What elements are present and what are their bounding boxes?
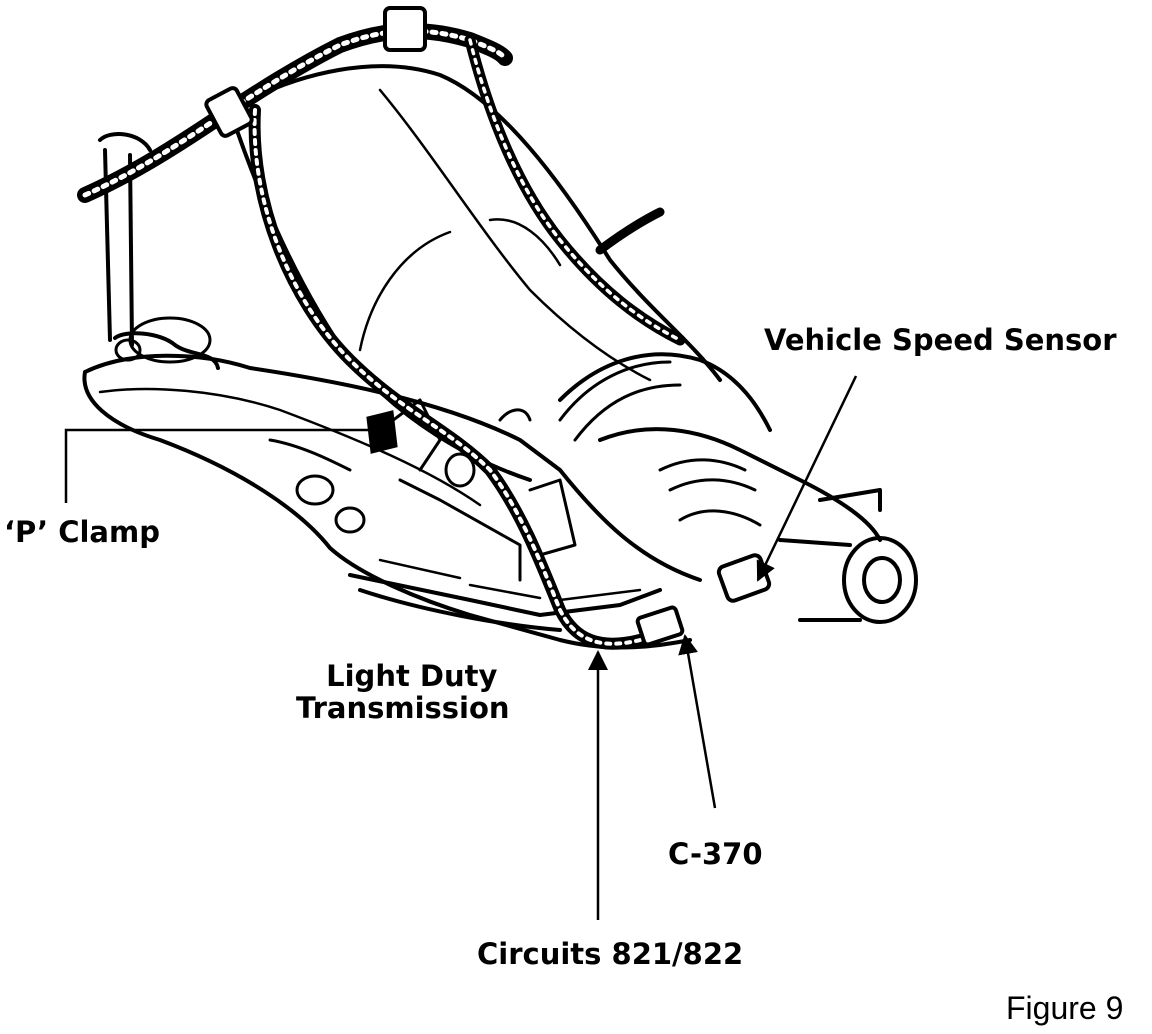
wiring-harness: [77, 6, 686, 650]
light-duty-label-line1: Light Duty: [326, 659, 498, 693]
vehicle-speed-sensor-leader: [756, 375, 858, 582]
harness-clip: [383, 6, 427, 52]
mount-bracket: [98, 132, 220, 370]
shift-linkage-fitting: [444, 452, 476, 488]
mount-bolt: [114, 338, 142, 362]
oil-pan-flange: [378, 558, 642, 602]
valve-body-fitting: [334, 506, 366, 534]
transmission-illustration: [82, 64, 918, 650]
crossmember-inner-edge: [98, 387, 482, 507]
p-clamp-label: ‘P’ Clamp: [4, 515, 160, 549]
output-shaft: [778, 488, 882, 622]
output-flange-hub: [862, 556, 902, 604]
harness-upper-branch: [464, 34, 686, 346]
light-duty-transmission-label: Light Duty Transmission: [296, 660, 510, 725]
leader-lines: [64, 375, 858, 920]
speed-sensor-body: [716, 553, 772, 603]
transmission-case-curve: [358, 218, 562, 352]
mount-pad: [128, 316, 212, 364]
p-clamp: [366, 410, 398, 454]
harness-clip: [204, 86, 254, 138]
valve-body: [398, 478, 577, 582]
circuits-label: Circuits 821/822: [477, 937, 744, 971]
harness-side-branch: [595, 207, 665, 255]
c370-leader: [678, 634, 717, 809]
figure-caption: Figure 9: [1006, 990, 1124, 1026]
p-clamp-leader: [64, 428, 368, 503]
tail-housing-ribs: [558, 360, 762, 527]
p-clamp-bolt: [295, 474, 335, 506]
harness-upper-branch-braid: [468, 38, 682, 342]
oil-pan: [348, 573, 662, 632]
transmission-case-ridge: [378, 88, 652, 382]
vehicle-speed-sensor-label: Vehicle Speed Sensor: [764, 323, 1117, 357]
harness-loop-lead-braid: [252, 108, 642, 646]
output-flange: [842, 536, 918, 624]
c370-label: C-370: [668, 837, 763, 871]
tail-housing: [558, 352, 882, 542]
c370-connector: [635, 605, 685, 647]
light-duty-label-line2: Transmission: [296, 691, 510, 726]
